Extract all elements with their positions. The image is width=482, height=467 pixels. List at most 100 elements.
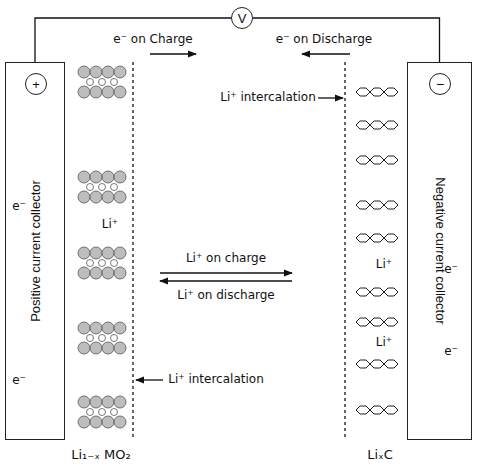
circuit-wire <box>253 18 440 62</box>
electron-label: e⁻ <box>444 263 458 276</box>
discharge-arrow <box>302 53 350 54</box>
ion-arrow <box>160 280 292 281</box>
graphite-ring <box>356 288 370 296</box>
electron-label: e⁻ <box>12 374 26 387</box>
oxide-atom <box>102 342 114 354</box>
oxide-atom <box>102 247 114 259</box>
graphite-ring <box>370 88 384 96</box>
lithium-site <box>99 409 106 416</box>
discharge-label: e⁻ on Discharge <box>276 33 372 46</box>
oxide-atom <box>90 66 102 78</box>
oxide-atom <box>78 342 90 354</box>
lithium-site <box>87 335 94 342</box>
oxide-atom <box>90 267 102 279</box>
oxide-atom <box>78 322 90 334</box>
charge-arrow <box>150 53 196 54</box>
collector-label: Positive current collector <box>29 180 42 322</box>
oxide-atom <box>102 171 114 183</box>
electrode-formula: LiₓC <box>367 448 393 462</box>
lithium-site <box>87 409 94 416</box>
oxide-atom <box>78 416 90 428</box>
graphite-ring <box>370 234 384 242</box>
oxide-atom <box>90 191 102 203</box>
ion-label: Li⁺ <box>376 336 392 349</box>
oxide-atom <box>102 191 114 203</box>
graphite-ring <box>356 406 370 414</box>
graphite-ring <box>370 156 384 164</box>
graphite-ring <box>370 201 384 209</box>
oxide-atom <box>102 86 114 98</box>
graphite-ring <box>384 234 398 242</box>
graphite-ring <box>384 121 398 129</box>
terminal-sign: − <box>436 77 444 91</box>
graphite-ring <box>356 318 370 326</box>
oxide-atom <box>114 86 126 98</box>
lithium-site <box>111 260 118 267</box>
ion-label: Li⁺ <box>102 218 118 231</box>
oxide-atom <box>78 66 90 78</box>
oxide-atom <box>90 342 102 354</box>
separator-line <box>132 62 133 440</box>
current-collector: Negative current collector − <box>407 62 472 440</box>
oxide-atom <box>78 267 90 279</box>
oxide-atom <box>114 396 126 408</box>
terminal-sign: + <box>32 78 40 91</box>
graphite-ring <box>370 318 384 326</box>
intercalation-arrow <box>136 379 163 380</box>
collector-label: Negative current collector <box>433 177 446 324</box>
graphite-ring <box>384 201 398 209</box>
lithium-site <box>111 409 118 416</box>
oxide-atom <box>114 191 126 203</box>
graphite-ring <box>370 288 384 296</box>
graphite-ring <box>370 121 384 129</box>
lithium-site <box>99 335 106 342</box>
circuit-wire <box>35 18 231 62</box>
graphite-ring <box>356 121 370 129</box>
graphite-ring <box>384 156 398 164</box>
ion-flow-label: Li⁺ on charge <box>186 252 266 265</box>
oxide-atom <box>102 267 114 279</box>
oxide-atom <box>90 247 102 259</box>
graphite-ring <box>356 234 370 242</box>
separator-line <box>344 62 345 440</box>
lithium-site <box>87 260 94 267</box>
lithium-site <box>111 79 118 86</box>
oxide-atom <box>102 66 114 78</box>
terminal-sign: V <box>238 12 247 25</box>
oxide-atom <box>114 342 126 354</box>
graphite-ring <box>356 156 370 164</box>
oxide-atom <box>90 171 102 183</box>
ion-arrow <box>160 272 292 273</box>
oxide-atom <box>114 247 126 259</box>
lithium-site <box>99 79 106 86</box>
cathode-layers <box>78 66 126 428</box>
lithium-site <box>111 184 118 191</box>
graphite-ring <box>356 360 370 368</box>
oxide-atom <box>114 267 126 279</box>
graphite-ring <box>370 360 384 368</box>
graphite-ring <box>384 288 398 296</box>
charge-label: e⁻ on Charge <box>113 33 192 46</box>
terminal-circle: + <box>25 73 47 95</box>
oxide-atom <box>114 66 126 78</box>
oxide-atom <box>114 171 126 183</box>
oxide-atom <box>114 322 126 334</box>
oxide-atom <box>78 247 90 259</box>
lithium-site <box>99 184 106 191</box>
electrode-formula: Li₁₋ₓ MO₂ <box>71 448 131 462</box>
graphite-ring <box>384 360 398 368</box>
terminal-circle: − <box>429 73 451 95</box>
intercalation-label: Li⁺ intercalation <box>168 373 264 386</box>
graphite-ring <box>356 88 370 96</box>
oxide-atom <box>90 86 102 98</box>
oxide-atom <box>90 416 102 428</box>
oxide-atom <box>102 322 114 334</box>
lithium-site <box>87 79 94 86</box>
oxide-atom <box>90 396 102 408</box>
oxide-atom <box>90 322 102 334</box>
graphite-ring <box>356 201 370 209</box>
ion-label: Li⁺ <box>376 258 392 271</box>
graphite-ring <box>384 88 398 96</box>
graphite-ring <box>384 406 398 414</box>
oxide-atom <box>78 171 90 183</box>
